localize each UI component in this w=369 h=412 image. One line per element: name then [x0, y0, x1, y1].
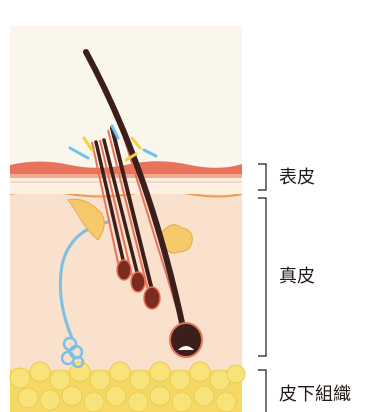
bracket-subcutaneous [258, 370, 266, 412]
epidermis-label: 表皮 [279, 168, 315, 188]
subcutaneous-fat [10, 362, 245, 412]
bracket-epidermis [258, 164, 266, 190]
dermis-layer [10, 194, 242, 370]
subcutaneous-label: 皮下組織 [279, 385, 351, 405]
bracket-dermis [258, 198, 266, 356]
layer-brackets [258, 164, 266, 412]
dermis-label: 真皮 [279, 267, 315, 287]
